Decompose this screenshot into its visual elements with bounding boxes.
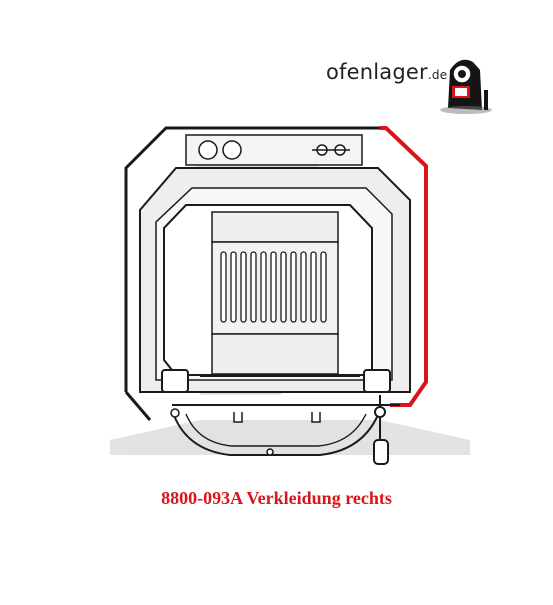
part-caption: 8800-093A Verkleidung rechts	[161, 488, 392, 508]
grate-slots	[220, 251, 327, 323]
door-handle	[373, 395, 389, 465]
brand-logo[interactable]: ofenlager.de	[326, 60, 447, 84]
right-cladding-highlight	[380, 126, 428, 407]
brand-name: ofenlager	[326, 60, 428, 84]
door-arc	[171, 404, 400, 456]
top-connectors	[198, 140, 350, 160]
mascot-icon	[440, 59, 492, 114]
outer-cladding	[124, 126, 386, 421]
door-fixings	[170, 408, 321, 456]
brand-tld: .de	[427, 68, 448, 82]
bottom-corner-brackets	[161, 369, 391, 393]
